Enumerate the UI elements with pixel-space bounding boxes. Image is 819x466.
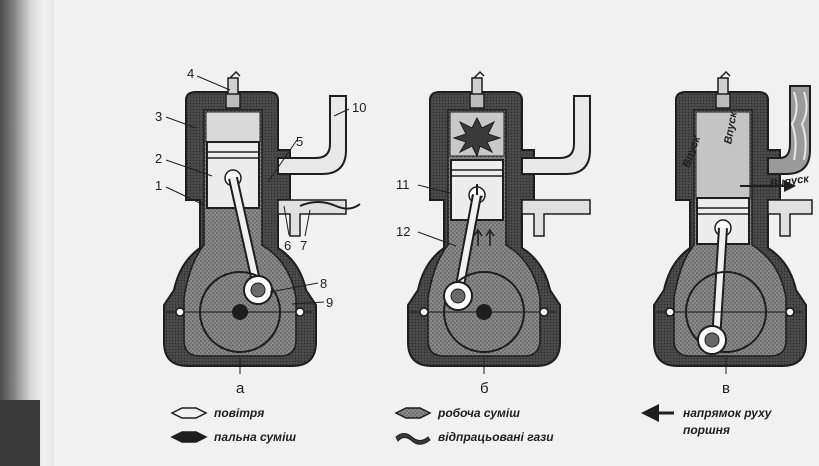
callout-2: 2 [155, 151, 162, 166]
callout-4: 4 [187, 66, 194, 81]
scan-corner-shadow [0, 400, 40, 466]
engine-a-combustion-chamber [205, 111, 261, 143]
engine-b-transfer-arrows [473, 228, 495, 246]
callout-8: 8 [320, 276, 327, 291]
engine-a-piston [206, 141, 260, 209]
engine-b-intake-port [521, 199, 591, 237]
legend-item-exhaust: відпрацьовані гази [395, 430, 554, 445]
legend-item-air: повітря [170, 406, 264, 420]
legend-exhaust-icon [395, 433, 431, 445]
callout-12: 12 [396, 224, 410, 239]
callout-numbers: 4 3 2 1 5 10 6 7 8 9 11 12 [155, 66, 410, 310]
callout-9: 9 [326, 295, 333, 310]
callout-5: 5 [296, 134, 303, 149]
callout-3: 3 [155, 109, 162, 124]
engine-v-spark-plug [715, 70, 731, 109]
legend-fuel-mix-icon [170, 431, 208, 443]
engine-v-exhaust-pipe [767, 85, 811, 175]
engine-a-intake-port [277, 199, 347, 237]
callout-leaders [165, 75, 457, 305]
engine-v-combustion-chamber [695, 111, 751, 199]
legend-item-piston-direction: напрямок руху поршня [641, 404, 773, 437]
legend-label-exhaust: відпрацьовані гази [438, 430, 554, 444]
callout-6: 6 [284, 238, 291, 253]
legend-label-air: повітря [214, 406, 264, 420]
legend-label-piston-direction-1: напрямок руху [683, 406, 773, 420]
panel-letters: а б в [236, 380, 730, 397]
legend-item-fuel-mix: пальна суміш [170, 430, 296, 444]
engine-v-intake-port [767, 199, 813, 237]
engine-a [163, 70, 361, 374]
engine-a-intake-flow [299, 201, 361, 210]
callout-1: 1 [155, 178, 162, 193]
panel-label-v: в [722, 380, 730, 397]
engine-b-spark-plug [469, 70, 485, 109]
engine-v: Впуск Впуск Випуск [653, 70, 813, 374]
legend-label-piston-direction-2: поршня [683, 423, 730, 437]
engine-b-exhaust-pipe [521, 95, 591, 175]
callout-7: 7 [300, 238, 307, 253]
engine-b [407, 70, 591, 374]
legend-label-working-mix: робоча суміш [437, 406, 520, 420]
legend-working-mix-icon [394, 407, 432, 419]
legend-label-fuel-mix: пальна суміш [214, 430, 296, 444]
legend-item-working-mix: робоча суміш [394, 406, 520, 420]
engine-v-exhaust-gas [790, 91, 808, 161]
book-binding-shadow [0, 0, 44, 466]
engine-a-exhaust-pipe [277, 95, 347, 175]
engine-b-ignition-burst [452, 116, 502, 158]
legend: повітря пальна суміш робоча суміш відпра… [170, 404, 773, 445]
legend-air-icon [170, 407, 208, 419]
panel-label-a: а [236, 380, 245, 397]
book-binding-edge [44, 0, 54, 466]
engine-a-spark-plug [225, 70, 241, 109]
panel-label-b: б [480, 380, 489, 397]
engine-v-label-vypusk-arrow: Випуск [769, 173, 811, 191]
engine-v-label-vpusk-cyl: Впуск [722, 110, 740, 145]
callout-10: 10 [352, 100, 366, 115]
callout-11: 11 [396, 177, 410, 192]
